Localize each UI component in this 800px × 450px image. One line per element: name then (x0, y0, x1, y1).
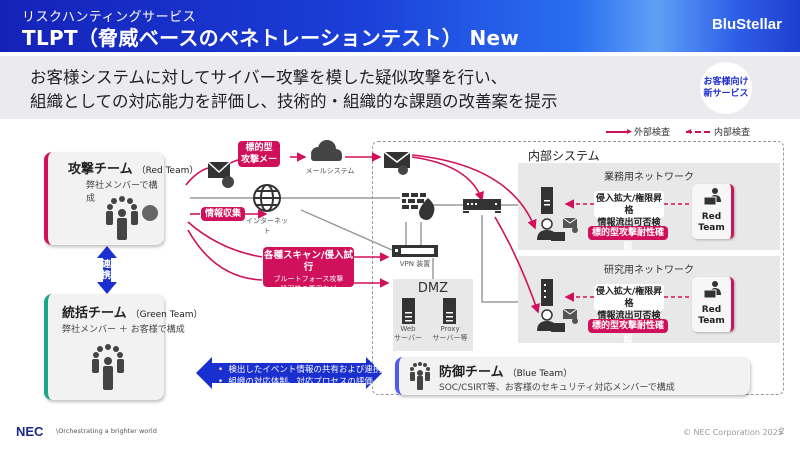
green-team-desc: 弊社メンバー ＋ お客様で構成 (62, 325, 185, 335)
mail-virus-icon (562, 308, 578, 324)
cloud-icon (311, 140, 342, 161)
network-name: 研究用ネットワーク (604, 265, 694, 276)
attack-path (187, 229, 263, 281)
user-pc-icon (537, 309, 565, 332)
attack-mail-icon (207, 161, 234, 188)
team-icon (92, 344, 124, 390)
internet-label: インターネット (246, 217, 288, 235)
network-name: 業務用ネットワーク (604, 172, 694, 183)
page-title: TLPT（脅威ベースのペネトレーションテスト） New (22, 26, 520, 50)
red-team-card: 攻撃チーム（Red Team） 弊社メンバーで構成 (44, 152, 198, 245)
attack-path (187, 221, 263, 258)
green-team-title: 統括チーム（Green Team） (62, 306, 203, 321)
user-pc-icon (703, 281, 721, 299)
phishing-mail-tag: 標的型攻撃メール (238, 141, 280, 177)
brand-logo: BluStellar (711, 16, 782, 33)
user-pc-icon (537, 218, 565, 241)
target-attack-resistance-tag: 標的型攻撃耐性確認 (588, 226, 668, 252)
share-item-2: • 組織の対応体制、対応プロセスの評価 (218, 377, 373, 387)
link-double-arrow (97, 246, 117, 294)
recon-tag: 情報収集 (201, 207, 245, 221)
target-attack-resistance-tag: 標的型攻撃耐性確認 (588, 319, 668, 345)
service-subtitle: リスクハンティングサービス (22, 10, 197, 25)
blue-team-card: 防御チーム（Blue Team） SOC/CSIRT等、お客様のセキュリティ対応… (395, 357, 750, 395)
link-label: 連携 (102, 260, 112, 281)
router-icon (463, 199, 501, 213)
lead-panel: お客様システムに対してサイバー攻撃を模した疑似攻撃を行い、 組織としての対応能力… (0, 56, 800, 119)
firewall-icon (402, 193, 435, 220)
mail-virus-icon (562, 217, 578, 233)
attack-path (185, 167, 209, 186)
scan-intrusion-tag: 各種スキャン/侵入試行 ブルートフォース攻撃 脆弱性の悪用など (263, 247, 354, 293)
attack-path (411, 156, 484, 202)
network-links (190, 197, 518, 303)
page-number: 2 (779, 427, 785, 437)
footer-tagline: \Orchestrating a brighter world (56, 427, 157, 435)
vpn-label: VPN 装置 (399, 260, 431, 268)
server-icon (541, 187, 553, 214)
badge-line-2: 新サービス (703, 89, 749, 99)
attack-path (494, 216, 540, 314)
virus-icon (142, 205, 158, 221)
legend-internal: 内部検査 (686, 125, 750, 138)
attack-path (411, 154, 537, 230)
mail-system-label: メールシステム (305, 167, 355, 175)
red-team-title: 攻撃チーム（Red Team） (68, 162, 199, 177)
team-icon (410, 362, 430, 390)
lead-line-2: 組織としての対応能力を評価し、技術的・組織的な課題の改善案を提示 (30, 92, 558, 111)
internal-mail-icon (383, 151, 411, 175)
nec-logo: NEC (16, 424, 44, 439)
copyright: © NEC Corporation 2025 (683, 428, 783, 437)
header-banner: リスクハンティングサービス TLPT（脅威ベースのペネトレーションテスト） Ne… (0, 0, 800, 52)
lead-line-1: お客様システムに対してサイバー攻撃を模した疑似攻撃を行い、 (30, 68, 508, 87)
internal-system-title: 内部システム (528, 149, 600, 163)
server-icon (541, 279, 553, 306)
badge-line-1: お客様向け (703, 77, 749, 87)
web-server-icon (402, 298, 415, 324)
intrusion-info-box: 侵入拡大/権限昇格情報流出可否検証 (594, 191, 664, 240)
proxy-server-icon (443, 298, 456, 324)
dashed-arrow-icon (686, 130, 710, 133)
legend-external: 外部検査 (606, 125, 670, 138)
team-icon (106, 196, 158, 240)
share-double-arrow (196, 357, 382, 389)
green-team-card: 統括チーム（Green Team） 弊社メンバー ＋ お客様で構成 (44, 294, 203, 400)
user-pc-icon (703, 188, 721, 206)
share-arrow-text: • 検出したイベント情報の共有および連携 • 組織の対応体制、対応プロセスの評価 (218, 364, 381, 388)
share-item-1: • 検出したイベント情報の共有および連携 (218, 365, 382, 375)
vpn-device-icon (392, 245, 438, 257)
legend-external-label: 外部検査 (634, 128, 671, 138)
legend-internal-label: 内部検査 (714, 128, 751, 138)
red-team-desc: 弊社メンバーで構成 (86, 181, 158, 204)
blue-team-desc: SOC/CSIRT等、お客様のセキュリティ対応メンバーで構成 (439, 383, 675, 393)
intrusion-info-box: 侵入拡大/権限昇格情報流出可否検証 (594, 284, 664, 333)
blue-team-title: 防御チーム（Blue Team） (439, 365, 573, 380)
globe-icon (253, 184, 281, 212)
solid-arrow-icon (606, 130, 630, 133)
new-service-badge: お客様向け 新サービス (700, 62, 752, 114)
dmz-label: DMZ (417, 281, 449, 296)
